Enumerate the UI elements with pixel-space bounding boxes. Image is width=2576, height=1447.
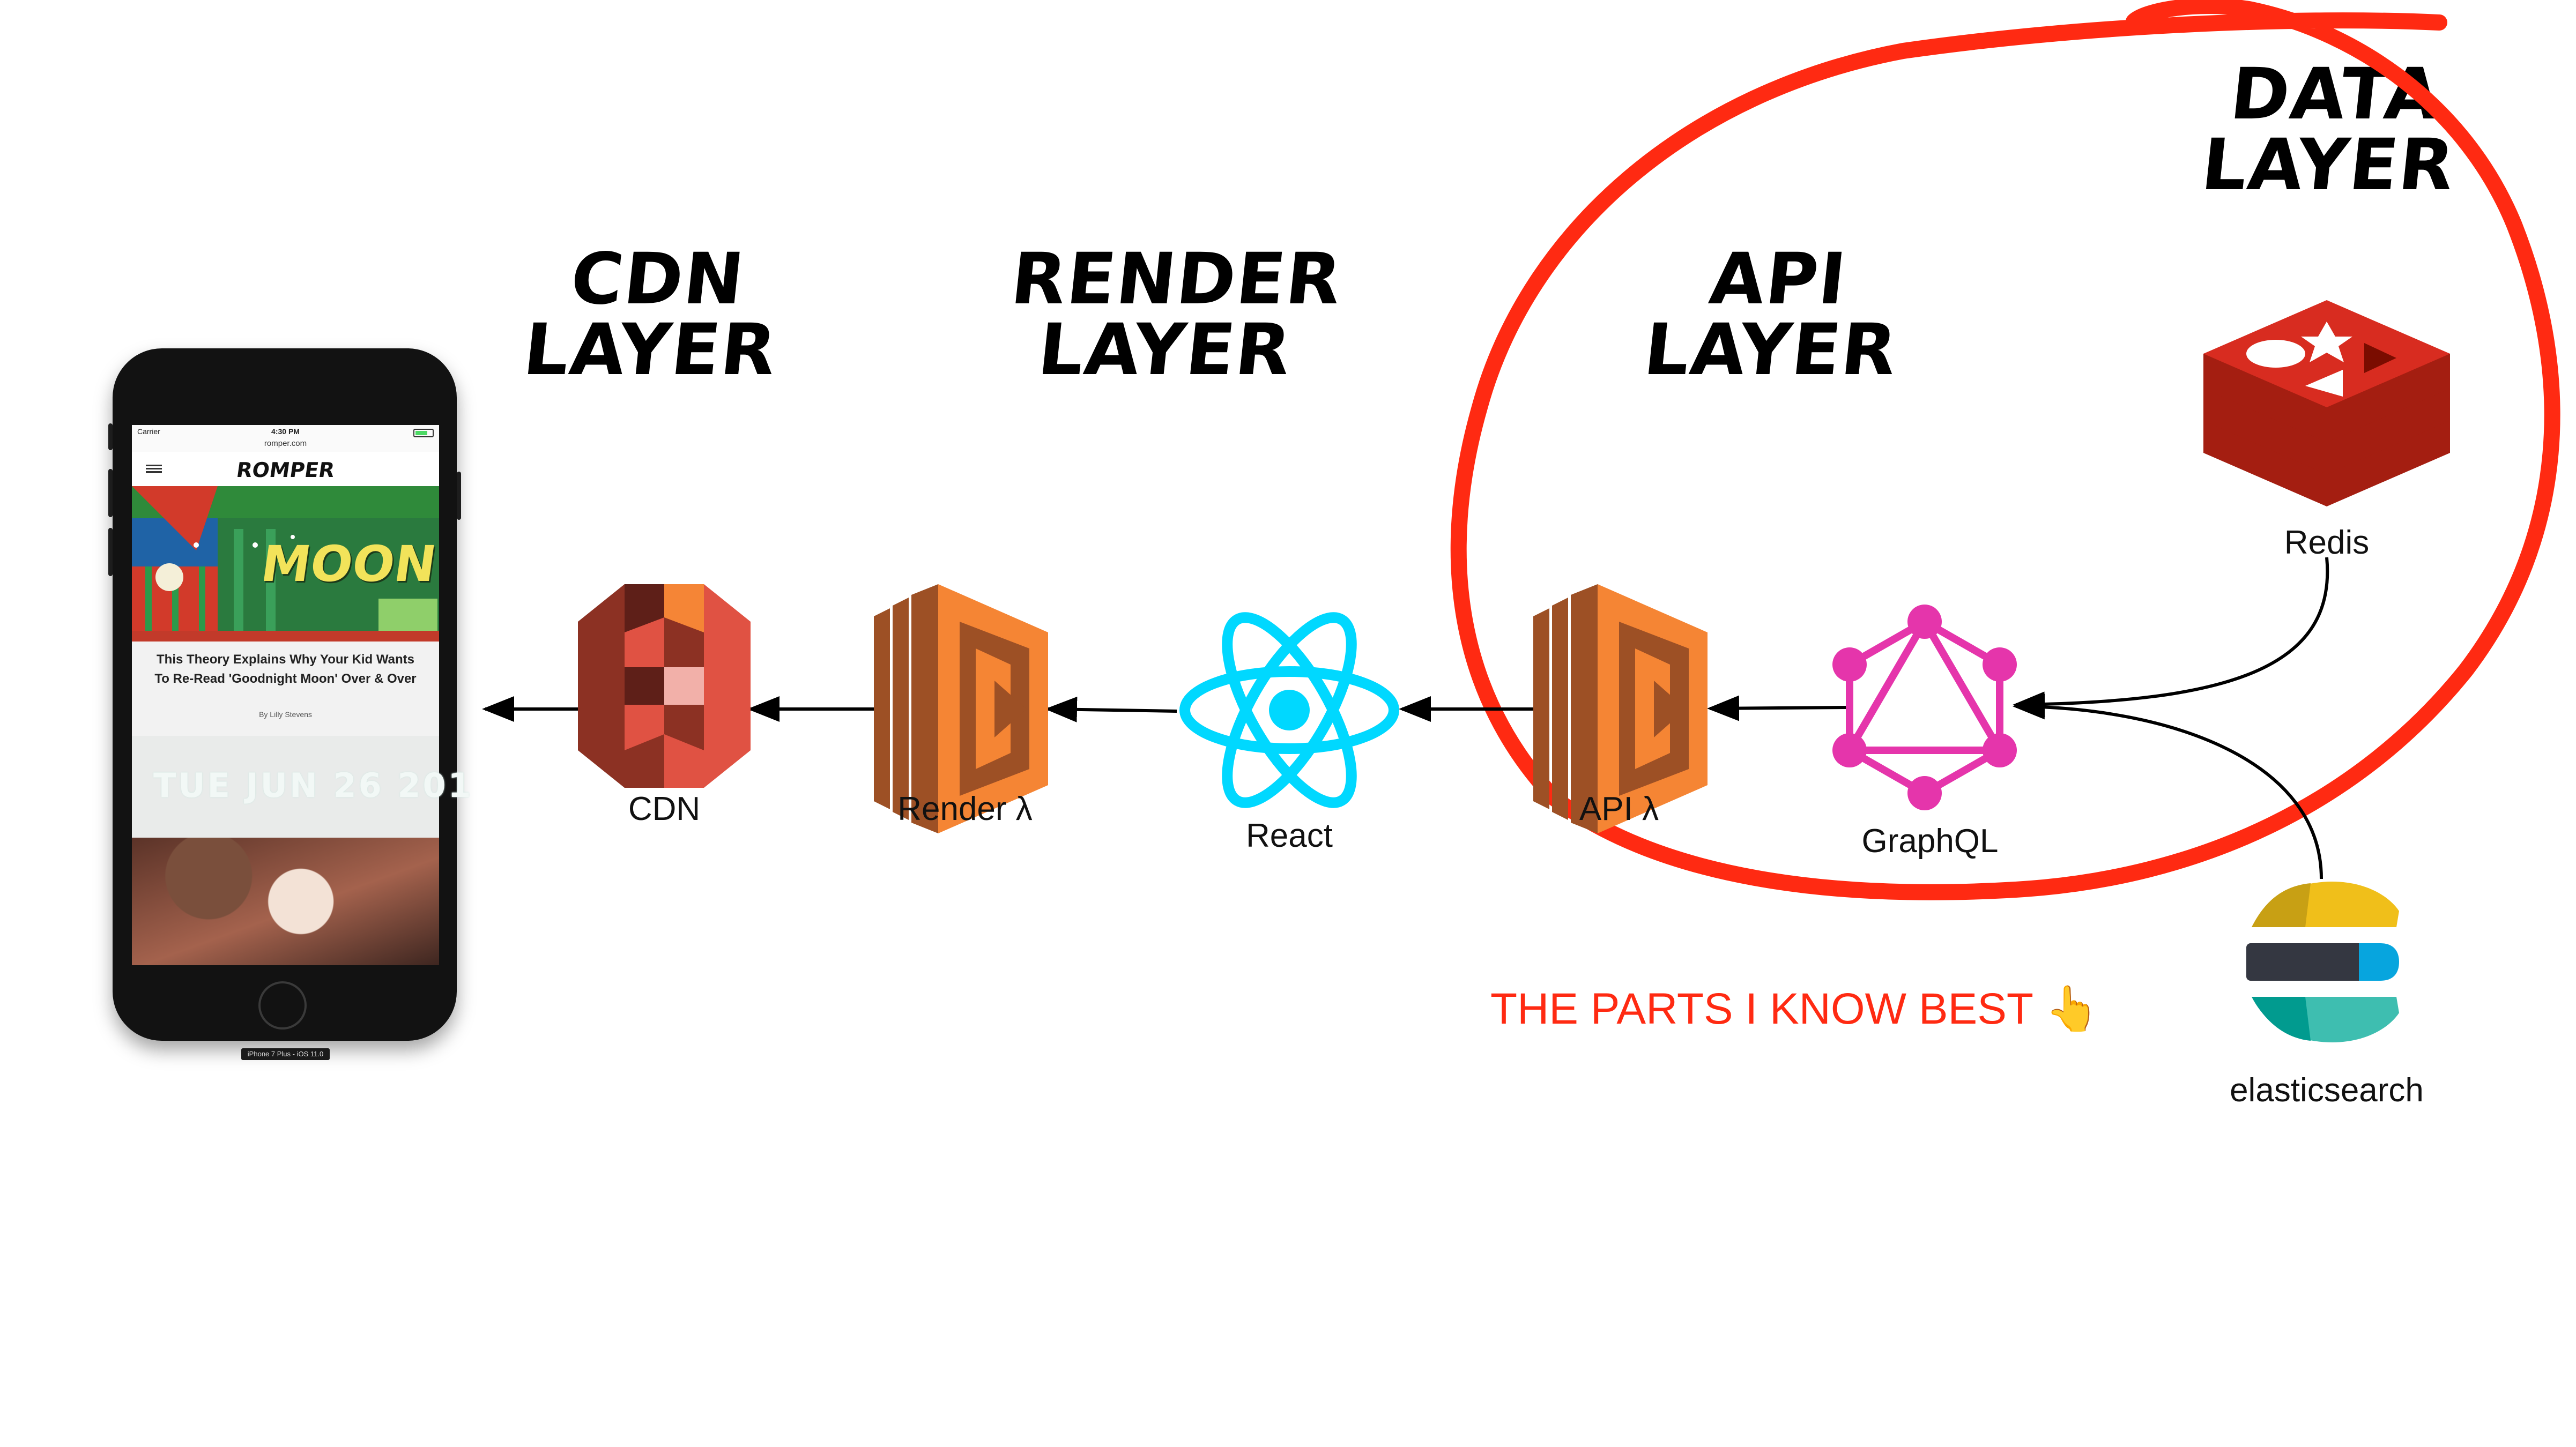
- phone-volume-down: [108, 528, 113, 576]
- arrow-react-to-render: [1045, 696, 1177, 722]
- article-hero-image[interactable]: MOON: [132, 486, 440, 642]
- date-banner-text: TUE JUN 26 201: [153, 766, 473, 805]
- phone-home-button[interactable]: [258, 981, 307, 1030]
- device-caption: iPhone 7 Plus - iOS 11.0: [241, 1048, 330, 1060]
- amazon-s3-icon: [578, 584, 751, 788]
- phone-mockup: Carrier 4:30 PM romper.com ROMPER: [108, 348, 471, 1041]
- arrow-redis-to-graphql: [2013, 557, 2329, 718]
- elasticsearch-icon: [2246, 882, 2399, 1042]
- react-label: React: [1246, 817, 1333, 854]
- url-bar[interactable]: romper.com: [132, 439, 439, 452]
- hero-illustration: [132, 486, 439, 642]
- arrow-elasticsearch-to-graphql: [2013, 693, 2323, 879]
- phone-volume-up: [108, 469, 113, 517]
- aws-lambda-icon: [1533, 584, 1708, 833]
- api-data-circle-annotation: [1450, 0, 2560, 900]
- graphql-label: GraphQL: [1861, 823, 1999, 860]
- arrow-graphql-to-api: [1707, 695, 1847, 721]
- elasticsearch-label: elasticsearch: [2230, 1072, 2424, 1109]
- battery-icon: [413, 429, 434, 437]
- article-photo[interactable]: [132, 838, 439, 965]
- phone-power-button: [457, 472, 461, 520]
- hamburger-menu-icon[interactable]: [146, 465, 162, 473]
- carrier-label: Carrier: [137, 427, 160, 436]
- article-headline[interactable]: This Theory Explains Why Your Kid Wants …: [154, 652, 417, 686]
- date-banner: TUE JUN 26 201: [132, 736, 471, 838]
- status-bar: Carrier 4:30 PM: [132, 425, 439, 439]
- aws-lambda-icon: [874, 584, 1048, 833]
- status-time: 4:30 PM: [271, 427, 300, 436]
- redis-icon: [2203, 300, 2450, 506]
- api-lambda-label: API λ: [1579, 790, 1659, 827]
- article-byline[interactable]: By Lilly Stevens: [259, 710, 312, 719]
- redis-label: Redis: [2284, 524, 2370, 561]
- phone-screen: Carrier 4:30 PM romper.com ROMPER: [132, 425, 471, 965]
- phone-mute-switch: [108, 423, 113, 450]
- graphql-icon: [1832, 605, 2017, 810]
- annotation-note: THE PARTS I KNOW BEST 👆: [1490, 984, 2100, 1033]
- render-lambda-label: Render λ: [897, 790, 1033, 827]
- cdn-label: CDN: [628, 790, 701, 827]
- react-icon: [1179, 612, 1399, 808]
